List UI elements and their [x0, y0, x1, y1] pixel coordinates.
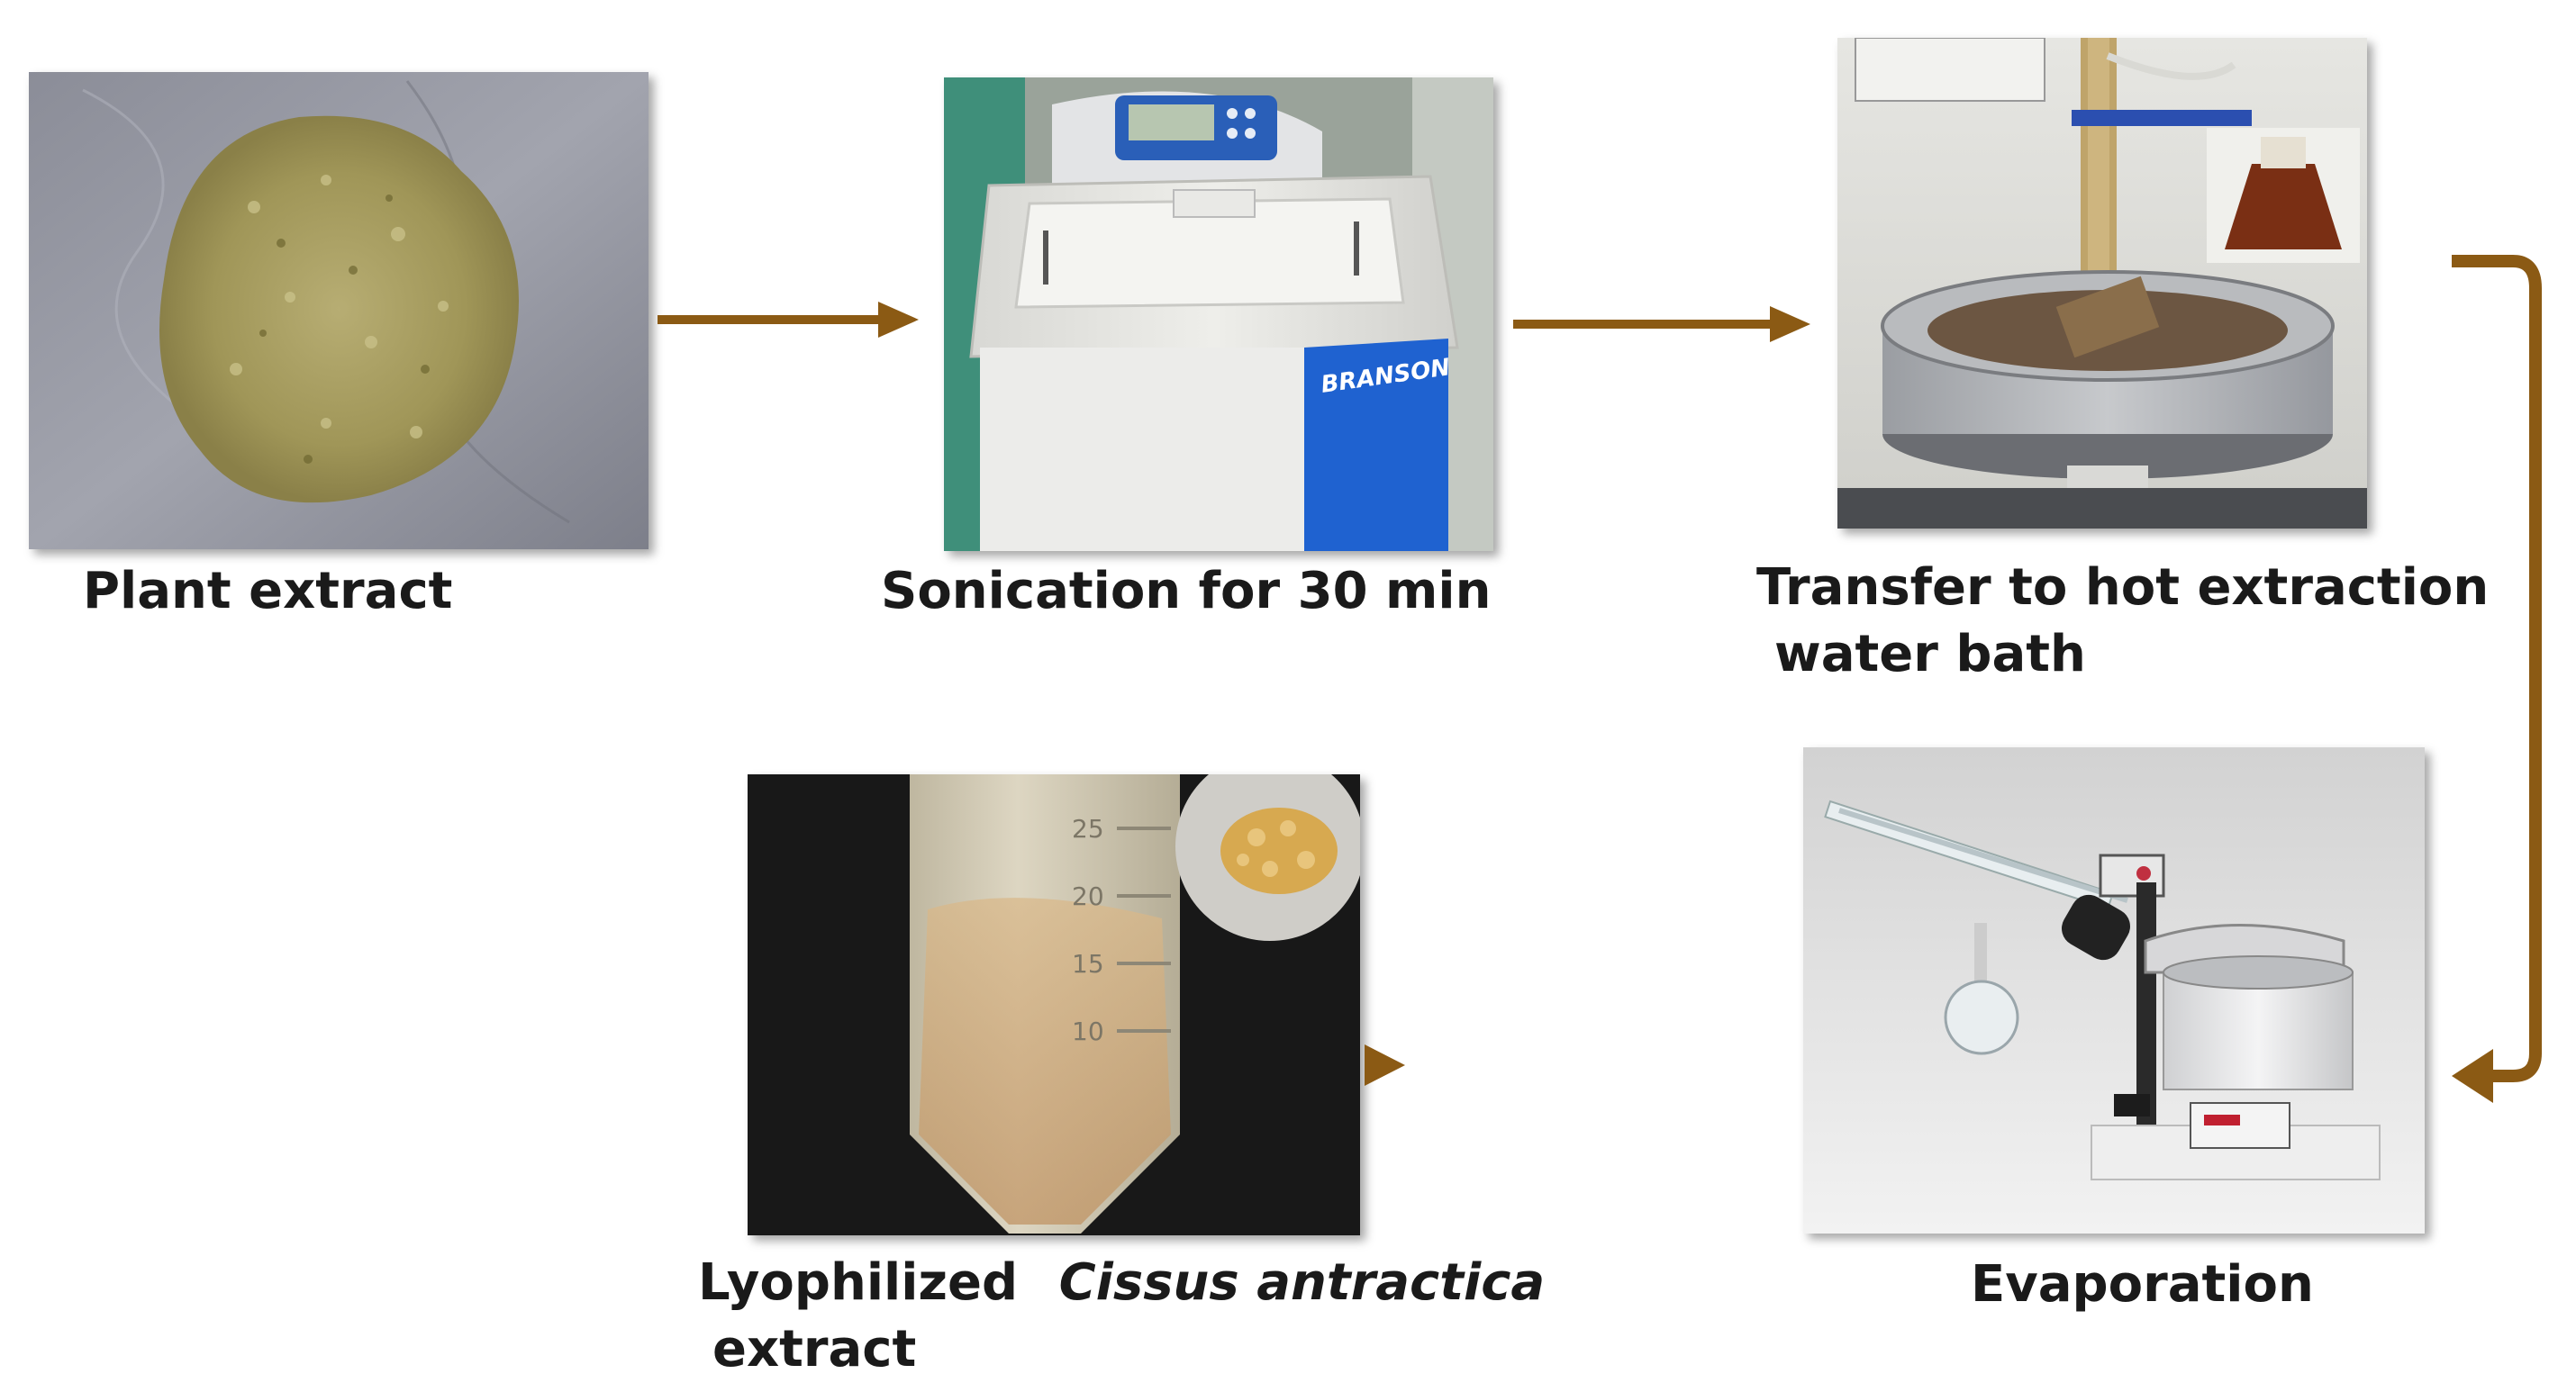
hot-extraction-label-line1: Transfer to hot extraction	[1756, 558, 2490, 617]
lyophilized-label-line2: extract	[712, 1320, 917, 1378]
tube-graduation-20: 20	[1072, 881, 1104, 911]
sonicator-photo: BRANSON	[944, 77, 1493, 551]
tube-graduation-25: 25	[1072, 814, 1104, 844]
evaporation-photo	[1803, 747, 2425, 1234]
arrow-evaporation-to-lyophilized	[1365, 1044, 1405, 1086]
plant-extract-label: Plant extract	[83, 562, 453, 620]
plant-extract-photo	[29, 72, 649, 549]
species-name: Cissus antractica	[1058, 1253, 1546, 1312]
sonication-label: Sonication for 30 min	[881, 562, 1492, 620]
tube-graduation-10: 10	[1072, 1017, 1104, 1046]
arrow-extraction-to-evaporation	[2452, 255, 2542, 1103]
hot-extraction-label-line2: water bath	[1774, 625, 2086, 683]
lyophilized-photo: 25 20 15 10	[748, 774, 1360, 1235]
lyophilized-label: Lyophilized Cissus antractica extract	[698, 1250, 1545, 1383]
hot-extraction-label: Transfer to hot extraction water bath	[1756, 555, 2489, 688]
hot-extraction-photo	[1837, 38, 2367, 529]
arrow-sonication-to-extraction	[1513, 306, 1810, 342]
arrow-plant-to-sonication	[658, 302, 919, 338]
lyophilized-label-word: Lyophilized	[698, 1253, 1019, 1312]
evaporation-label: Evaporation	[1971, 1255, 2314, 1314]
tube-graduation-15: 15	[1072, 949, 1104, 979]
